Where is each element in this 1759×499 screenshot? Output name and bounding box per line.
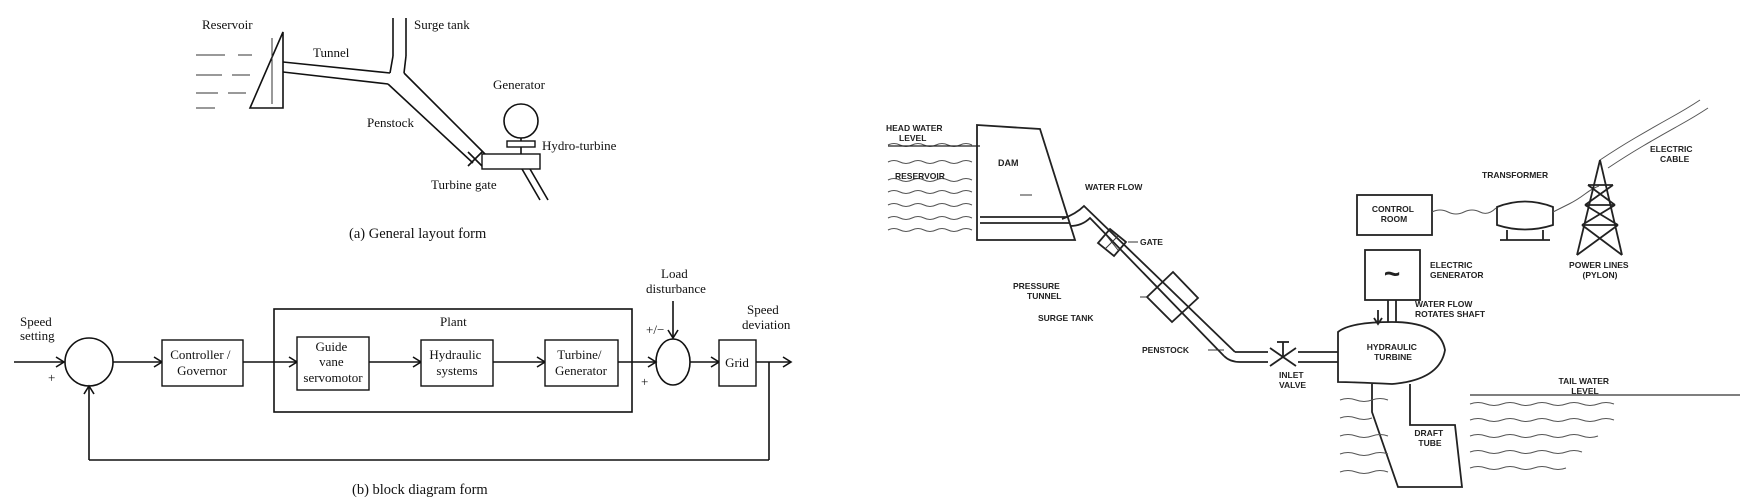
turbine-generator-label: Turbine/ Generator xyxy=(555,347,608,378)
tail-water-level-label: TAIL WATER LEVEL xyxy=(1559,376,1612,396)
water-flow-rotates-shaft-label: WATER FLOW ROTATES SHAFT xyxy=(1415,299,1486,319)
sum-plus-sign: + xyxy=(641,374,648,389)
guide-vane-servomotor-block xyxy=(296,336,370,391)
reservoir-label: RESERVOIR xyxy=(895,171,945,181)
hydro-plant-illustration: ~ xyxy=(886,99,1740,488)
surge-tank xyxy=(389,18,407,74)
power-pylon xyxy=(1576,159,1623,256)
speed-setting-label: Speed setting xyxy=(20,314,55,343)
reservoir-label: Reservoir xyxy=(202,17,253,32)
summing-junction-1 xyxy=(64,337,114,387)
plus-minus-sign: +/− xyxy=(646,322,664,337)
reservoir-water-lines xyxy=(196,54,252,109)
hydraulic-turbine xyxy=(1337,321,1446,385)
turbine-gate-label: Turbine gate xyxy=(431,177,497,192)
inlet-valve xyxy=(1269,341,1297,367)
controller-governor-label: Controller / Governor xyxy=(170,347,234,378)
electric-generator-label: ELECTRIC GENERATOR xyxy=(1430,260,1484,280)
tunnel-label: Tunnel xyxy=(313,45,350,60)
plant-block xyxy=(273,308,633,413)
grid-label: Grid xyxy=(725,355,749,370)
input-plus-sign: + xyxy=(48,370,55,385)
speed-deviation-label: Speed deviation xyxy=(742,302,791,332)
tunnel-pipe xyxy=(282,61,391,85)
penstock xyxy=(1223,351,1338,363)
surge-tank-label: SURGE TANK xyxy=(1038,313,1094,323)
generator-symbol: ~ xyxy=(1384,258,1400,289)
tail-water xyxy=(1339,394,1740,474)
feedback-path xyxy=(83,362,770,461)
electric-cable-label: ELECTRIC CABLE xyxy=(1650,144,1695,164)
turbine-gate-valve xyxy=(467,151,483,167)
general-layout-diagram: Reservoir Surge tank Tunnel Generator Pe… xyxy=(196,17,617,242)
penstock-label: Penstock xyxy=(367,115,414,130)
control-room xyxy=(1356,194,1433,236)
guide-vane-servomotor-label: Guide vane servomotor xyxy=(303,339,363,385)
control-room-label: CONTROL ROOM xyxy=(1372,204,1416,224)
dam xyxy=(976,124,1077,241)
plant-label: Plant xyxy=(440,314,467,329)
electric-generator xyxy=(1364,249,1421,301)
penstock-pipe xyxy=(387,72,487,164)
hydro-turbine-box xyxy=(481,153,541,170)
block-diagram-caption: (b) block diagram form xyxy=(352,482,488,498)
generator-label: Generator xyxy=(493,77,546,92)
hydraulic-systems-label: Hydraulic systems xyxy=(429,347,484,378)
head-water-level-label: HEAD WATER LEVEL xyxy=(886,123,945,143)
layout-caption: (a) General layout form xyxy=(349,226,487,242)
pressure-tunnel-label: PRESSURE TUNNEL xyxy=(1013,281,1062,301)
summing-junction-2 xyxy=(655,338,691,386)
inlet-valve-label: INLET VALVE xyxy=(1279,370,1306,390)
water-flow-label: WATER FLOW xyxy=(1085,182,1143,192)
pressure-tunnel xyxy=(1061,204,1236,357)
grid-block xyxy=(718,339,757,387)
load-disturbance-label: Load disturbance xyxy=(646,266,706,296)
generator-circle xyxy=(503,103,539,139)
hydro-turbine-label: Hydro-turbine xyxy=(542,138,617,153)
block-diagram: Speed setting + Controller / Governor Pl… xyxy=(14,266,793,498)
penstock-label: PENSTOCK xyxy=(1142,345,1190,355)
dam-label: DAM xyxy=(998,158,1019,168)
hydraulic-turbine-label: HYDRAULIC TURBINE xyxy=(1367,342,1419,362)
draft-tube xyxy=(1371,384,1464,488)
power-lines-label: POWER LINES (PYLON) xyxy=(1569,260,1631,280)
gate-label: GATE xyxy=(1140,237,1163,247)
gate xyxy=(1096,227,1128,258)
turbine-generator-block xyxy=(544,339,619,387)
controller-governor-block xyxy=(161,339,244,387)
hydraulic-systems-block xyxy=(420,339,494,387)
dam-shape xyxy=(248,31,284,109)
draft-tube-label: DRAFT TUBE xyxy=(1414,428,1445,448)
reservoir-water xyxy=(887,143,980,232)
transformer-label: TRANSFORMER xyxy=(1482,170,1548,180)
surge-tank xyxy=(1145,270,1200,324)
surge-tank-label: Surge tank xyxy=(414,17,470,32)
transformer xyxy=(1496,200,1554,241)
